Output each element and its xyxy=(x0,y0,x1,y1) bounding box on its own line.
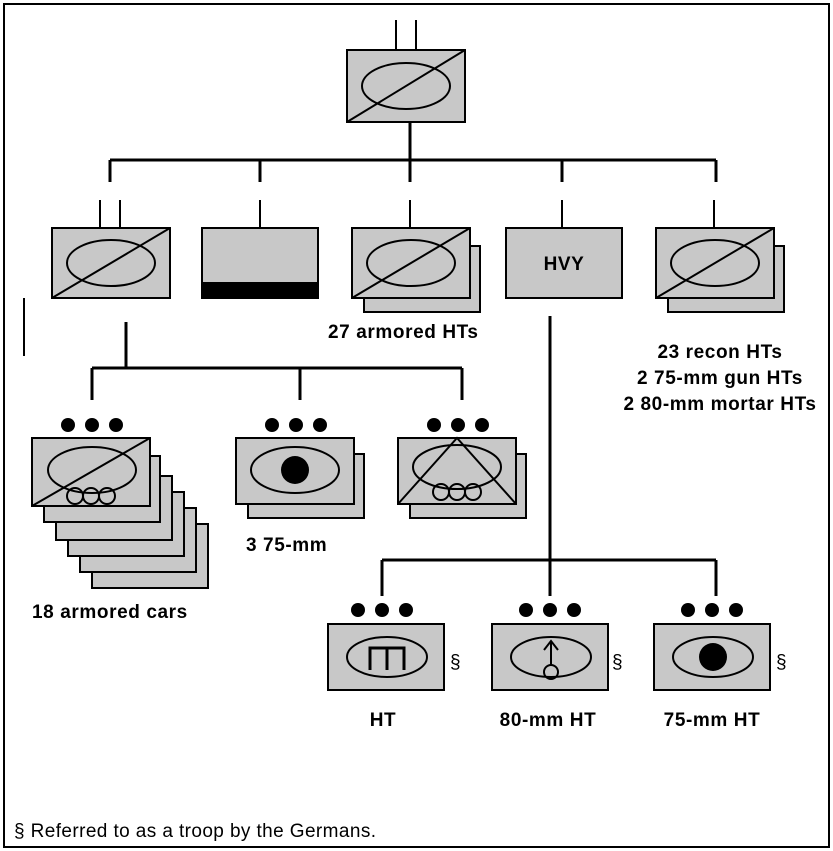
armored-car-platoon-dots xyxy=(61,418,123,432)
gun-platoon-symbol xyxy=(235,437,365,519)
recon-label-line3: 2 80-mm mortar HTs xyxy=(623,394,816,415)
engineer-troop-mark: § xyxy=(450,652,461,673)
assault-platoon-dots xyxy=(427,418,489,432)
mortar-troop-dots xyxy=(519,603,581,617)
recon-label-line2: 2 75-mm gun HTs xyxy=(637,368,803,389)
gun-troop-mark: § xyxy=(776,652,787,673)
hvy-label: HVY xyxy=(544,254,585,275)
armored-car-company-symbol xyxy=(51,227,171,299)
armored-cars-label: 18 armored cars xyxy=(32,602,188,623)
footnote: § Referred to as a troop by the Germans. xyxy=(14,821,376,842)
gun-ht-label: 75-mm HT xyxy=(664,710,761,731)
heavy-company-symbol xyxy=(505,227,623,299)
gun-platoon-dots xyxy=(265,418,327,432)
gun-75-label: 3 75-mm xyxy=(246,535,327,556)
recon-label-line1: 23 recon HTs xyxy=(657,342,782,363)
mortar-troop-mark: § xyxy=(612,652,623,673)
armored-hts-label: 27 armored HTs xyxy=(328,322,479,343)
gun-troop-symbol xyxy=(653,623,771,691)
armored-ht-company-symbol xyxy=(351,227,481,313)
mortar-troop-symbol xyxy=(491,623,609,691)
gun-troop-dots xyxy=(681,603,743,617)
assault-platoon-symbol xyxy=(397,436,527,519)
armored-car-platoon-stack xyxy=(31,437,209,589)
engineer-troop-symbol xyxy=(327,623,445,691)
chart-border xyxy=(3,3,830,848)
mortar-ht-label: 80-mm HT xyxy=(500,710,597,731)
battalion-recon-symbol xyxy=(346,49,466,123)
engineer-troop-dots xyxy=(351,603,413,617)
supply-column-symbol xyxy=(201,227,319,299)
ht-label: HT xyxy=(370,710,397,731)
recon-company-symbol xyxy=(655,227,785,313)
